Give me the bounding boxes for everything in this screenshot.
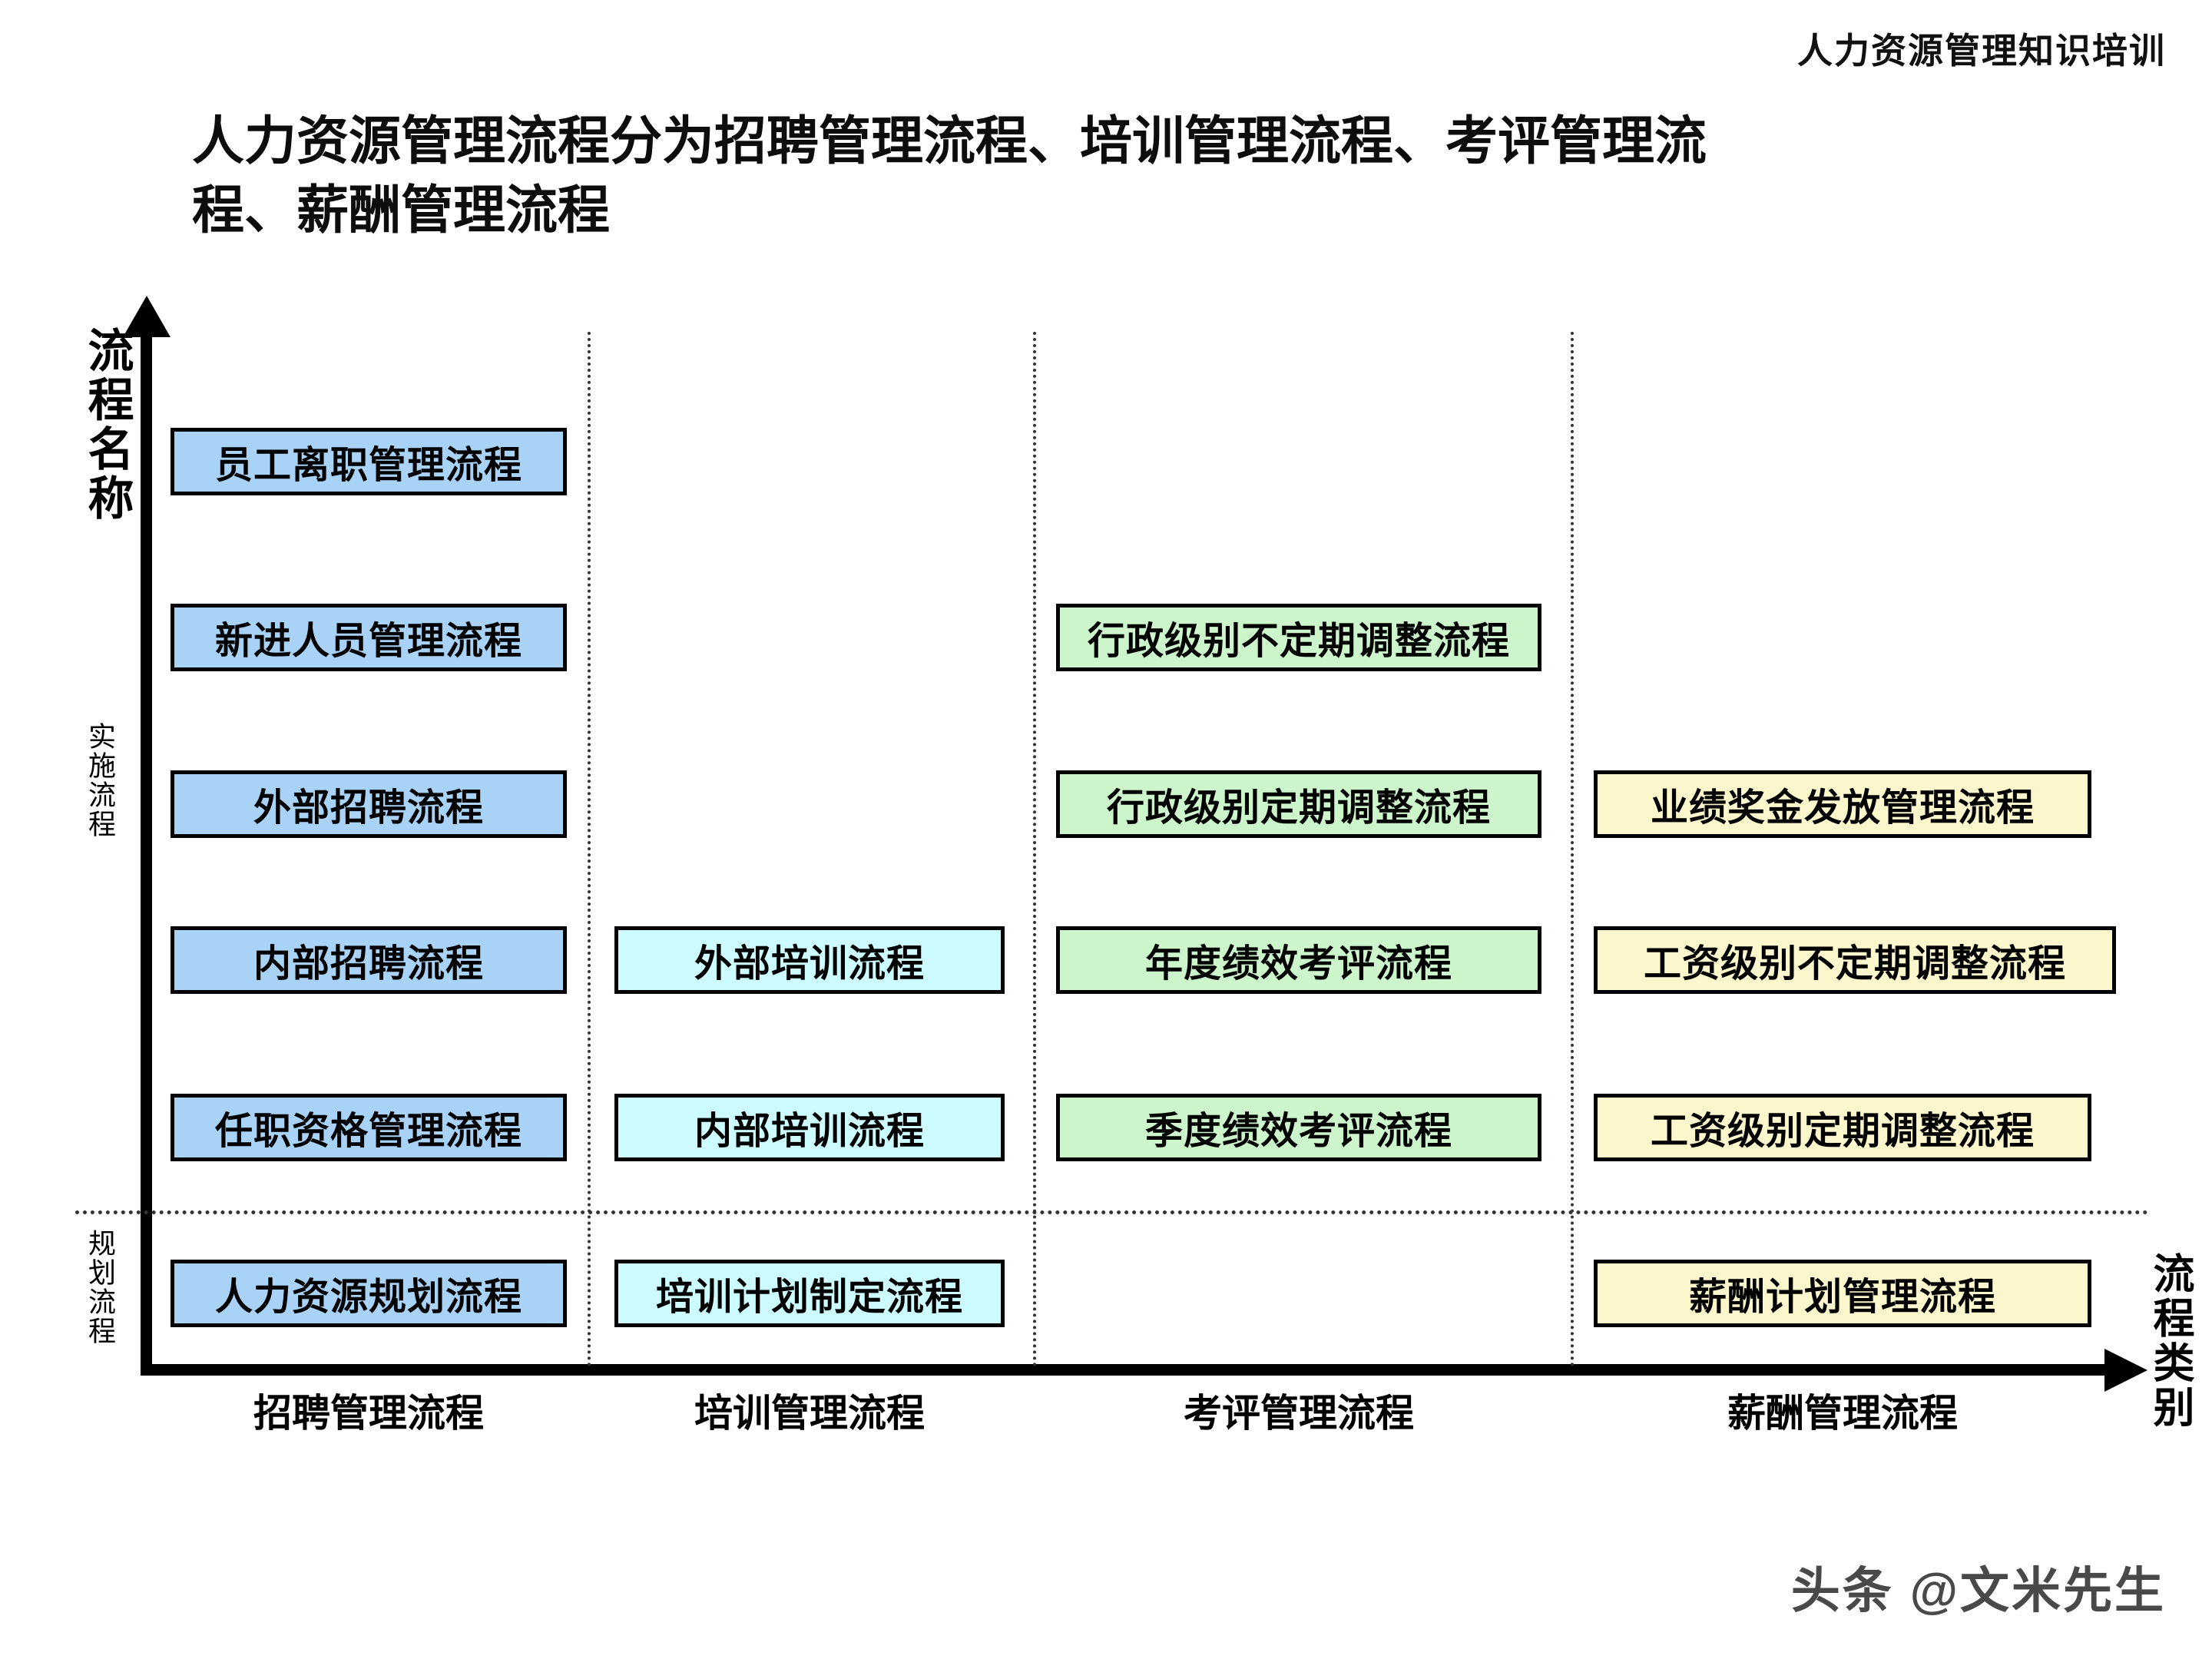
column-separator-1 (588, 332, 591, 1367)
process-box-hr-planning[interactable]: 人力资源规划流程 (171, 1260, 567, 1327)
band-label-planning: 规划流程 (84, 1229, 116, 1346)
watermark: 头条 @文米先生 (1790, 1563, 2166, 1618)
process-box-compensation-plan[interactable]: 薪酬计划管理流程 (1594, 1260, 2091, 1327)
process-box-internal-recruitment[interactable]: 内部招聘流程 (171, 926, 567, 994)
process-box-salary-level-regular[interactable]: 工资级别定期调整流程 (1594, 1094, 2091, 1161)
column-separator-2 (1033, 332, 1036, 1367)
process-box-internal-training[interactable]: 内部培训流程 (614, 1094, 1005, 1161)
y-axis-line (141, 330, 152, 1375)
process-box-new-employee[interactable]: 新进人员管理流程 (171, 604, 567, 671)
process-box-external-training[interactable]: 外部培训流程 (614, 926, 1005, 994)
process-box-external-recruitment[interactable]: 外部招聘流程 (171, 770, 567, 838)
process-box-employee-exit[interactable]: 员工离职管理流程 (171, 428, 567, 495)
process-box-qualification-management[interactable]: 任职资格管理流程 (171, 1094, 567, 1161)
x-axis-line (141, 1364, 2114, 1376)
process-box-annual-performance[interactable]: 年度绩效考评流程 (1056, 926, 1541, 994)
process-box-admin-level-irregular[interactable]: 行政级别不定期调整流程 (1056, 604, 1541, 671)
process-box-quarterly-performance[interactable]: 季度绩效考评流程 (1056, 1094, 1541, 1161)
x-tick-compensation: 薪酬管理流程 (1727, 1392, 1958, 1435)
band-label-implementation: 实施流程 (84, 722, 116, 839)
course-header-title: 人力资源管理知识培训 (1797, 31, 2166, 71)
process-box-training-plan[interactable]: 培训计划制定流程 (614, 1260, 1005, 1327)
page-title-line-2: 程、薪酬管理流程 (192, 180, 611, 240)
column-separator-3 (1571, 332, 1574, 1367)
process-box-salary-level-irregular[interactable]: 工资级别不定期调整流程 (1594, 926, 2116, 994)
x-tick-training: 培训管理流程 (694, 1392, 925, 1435)
y-axis-label: 流程名称 (81, 326, 133, 523)
x-tick-appraisal: 考评管理流程 (1184, 1392, 1414, 1435)
process-box-performance-bonus[interactable]: 业绩奖金发放管理流程 (1594, 770, 2091, 838)
band-divider (75, 1210, 2149, 1214)
page-title: 人力资源管理流程分为招聘管理流程、培训管理流程、考评管理流 程、薪酬管理流程 (192, 108, 2035, 246)
y-axis-arrowhead-icon (123, 296, 171, 337)
x-axis-arrowhead-icon (2104, 1349, 2147, 1392)
page-title-line-1: 人力资源管理流程分为招聘管理流程、培训管理流程、考评管理流 (192, 112, 1707, 171)
x-tick-recruitment: 招聘管理流程 (253, 1392, 484, 1435)
process-box-admin-level-regular[interactable]: 行政级别定期调整流程 (1056, 770, 1541, 838)
x-axis-label: 流程类别 (2147, 1252, 2193, 1430)
